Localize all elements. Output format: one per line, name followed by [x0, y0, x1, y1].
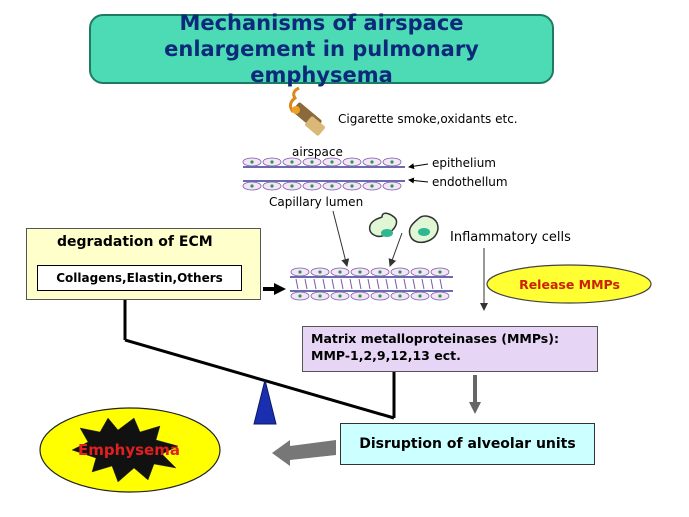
- damaged-epithelial-cell-nucleus: [398, 270, 402, 274]
- endothelial-cell-nucleus: [350, 184, 354, 188]
- emphysema-burst-icon: [71, 417, 179, 483]
- damaged-endothelial-cell-nucleus: [398, 294, 402, 298]
- membrane-break: [322, 278, 326, 290]
- inflammatory-cells-label: Inflammatory cells: [450, 230, 571, 245]
- membrane-break: [349, 278, 353, 290]
- damaged-epithelial-cell-nucleus: [418, 270, 422, 274]
- epithelium-pointer: [408, 163, 429, 170]
- balance-beam: [123, 300, 396, 420]
- membrane-break: [295, 278, 299, 290]
- airspace-label: airspace: [292, 145, 343, 159]
- endothelial-cell-nucleus: [390, 184, 394, 188]
- endothelium-label: endothellum: [432, 175, 508, 189]
- damaged-endothelial-cell-nucleus: [318, 294, 322, 298]
- membrane-break: [367, 278, 371, 290]
- endothelial-cell-nucleus: [370, 184, 374, 188]
- endothelial-cell-nucleus: [310, 184, 314, 188]
- release-mmps-ellipse: [486, 264, 652, 304]
- title-box: Mechanisms of airspace enlargement in pu…: [89, 11, 554, 87]
- triangle-fulcrum-icon: [253, 379, 277, 425]
- membrane-break: [421, 278, 425, 290]
- epithelial-cell-nucleus: [330, 160, 334, 164]
- damaged-endothelial-cell-nucleus: [418, 294, 422, 298]
- mmp-line-1: Matrix metalloproteinases (MMPs):: [311, 331, 559, 346]
- cell-to-damage-arrow: [388, 232, 403, 267]
- membrane-break: [313, 278, 317, 290]
- membrane-break: [331, 278, 335, 290]
- ecm-to-membrane-arrow: [263, 283, 286, 295]
- membrane-break: [394, 278, 398, 290]
- epithelial-cell-nucleus: [310, 160, 314, 164]
- epithelial-cell-nucleus: [250, 160, 254, 164]
- inflammatory-cell-icon: [368, 212, 439, 244]
- disruption-box: Disruption of alveolar units: [340, 423, 595, 465]
- damaged-endothelial-cell-nucleus: [438, 294, 442, 298]
- damaged-endothelial-cell-nucleus: [338, 294, 342, 298]
- membrane-break: [376, 278, 380, 290]
- endothelium-pointer: [408, 177, 429, 184]
- mmp-to-disruption-arrow: [469, 375, 481, 414]
- damaged-epithelial-cell-nucleus: [378, 270, 382, 274]
- membrane-break: [412, 278, 416, 290]
- endothelial-cell-nucleus: [330, 184, 334, 188]
- damaged-epithelial-cell-nucleus: [318, 270, 322, 274]
- ecm-degradation-box: degradation of ECM Collagens,Elastin,Oth…: [26, 228, 261, 300]
- capillary-to-damage-arrow: [332, 210, 350, 267]
- epithelial-cell-nucleus: [390, 160, 394, 164]
- epithelial-cell-nucleus: [370, 160, 374, 164]
- epithelial-cell-nucleus: [270, 160, 274, 164]
- damaged-epithelial-cell-nucleus: [438, 270, 442, 274]
- damaged-epithelial-cell-nucleus: [358, 270, 362, 274]
- endothelial-cell-nucleus: [270, 184, 274, 188]
- membrane-break: [439, 278, 443, 290]
- damaged-endothelial-cell-nucleus: [298, 294, 302, 298]
- mmp-box: Matrix metalloproteinases (MMPs): MMP-1,…: [302, 326, 598, 372]
- damaged-epithelial-cell-nucleus: [338, 270, 342, 274]
- damaged-endothelial-cell-nucleus: [358, 294, 362, 298]
- membrane-break: [403, 278, 407, 290]
- membrane-break: [358, 278, 362, 290]
- membrane-break: [430, 278, 434, 290]
- mmp-line-2: MMP-1,2,9,12,13 ect.: [311, 347, 461, 363]
- membrane-break: [385, 278, 389, 290]
- alveolar-membrane-top: [242, 157, 405, 191]
- capillary-lumen-label: Capillary lumen: [269, 195, 364, 209]
- cigarette-icon: [288, 86, 325, 136]
- membrane-break: [340, 278, 344, 290]
- epithelial-cell-nucleus: [350, 160, 354, 164]
- damaged-endothelial-cell-nucleus: [378, 294, 382, 298]
- endothelial-cell-nucleus: [250, 184, 254, 188]
- epithelial-cell-nucleus: [290, 160, 294, 164]
- membrane-break: [304, 278, 308, 290]
- collagens-box: Collagens,Elastin,Others: [37, 265, 242, 291]
- cigarette-label: Cigarette smoke,oxidants etc.: [338, 112, 518, 126]
- release-mmps-label: Release MMPs: [519, 276, 620, 292]
- disruption-to-emphysema-arrow: [272, 440, 336, 466]
- epithelium-label: epithelium: [432, 156, 496, 170]
- endothelial-cell-nucleus: [290, 184, 294, 188]
- ecm-title: degradation of ECM: [57, 234, 213, 250]
- damaged-epithelial-cell-nucleus: [298, 270, 302, 274]
- alveolar-membrane-damaged: [290, 267, 453, 301]
- emphysema-label: Emphysema: [78, 441, 180, 459]
- page-title: Mechanisms of airspace enlargement in pu…: [164, 10, 479, 88]
